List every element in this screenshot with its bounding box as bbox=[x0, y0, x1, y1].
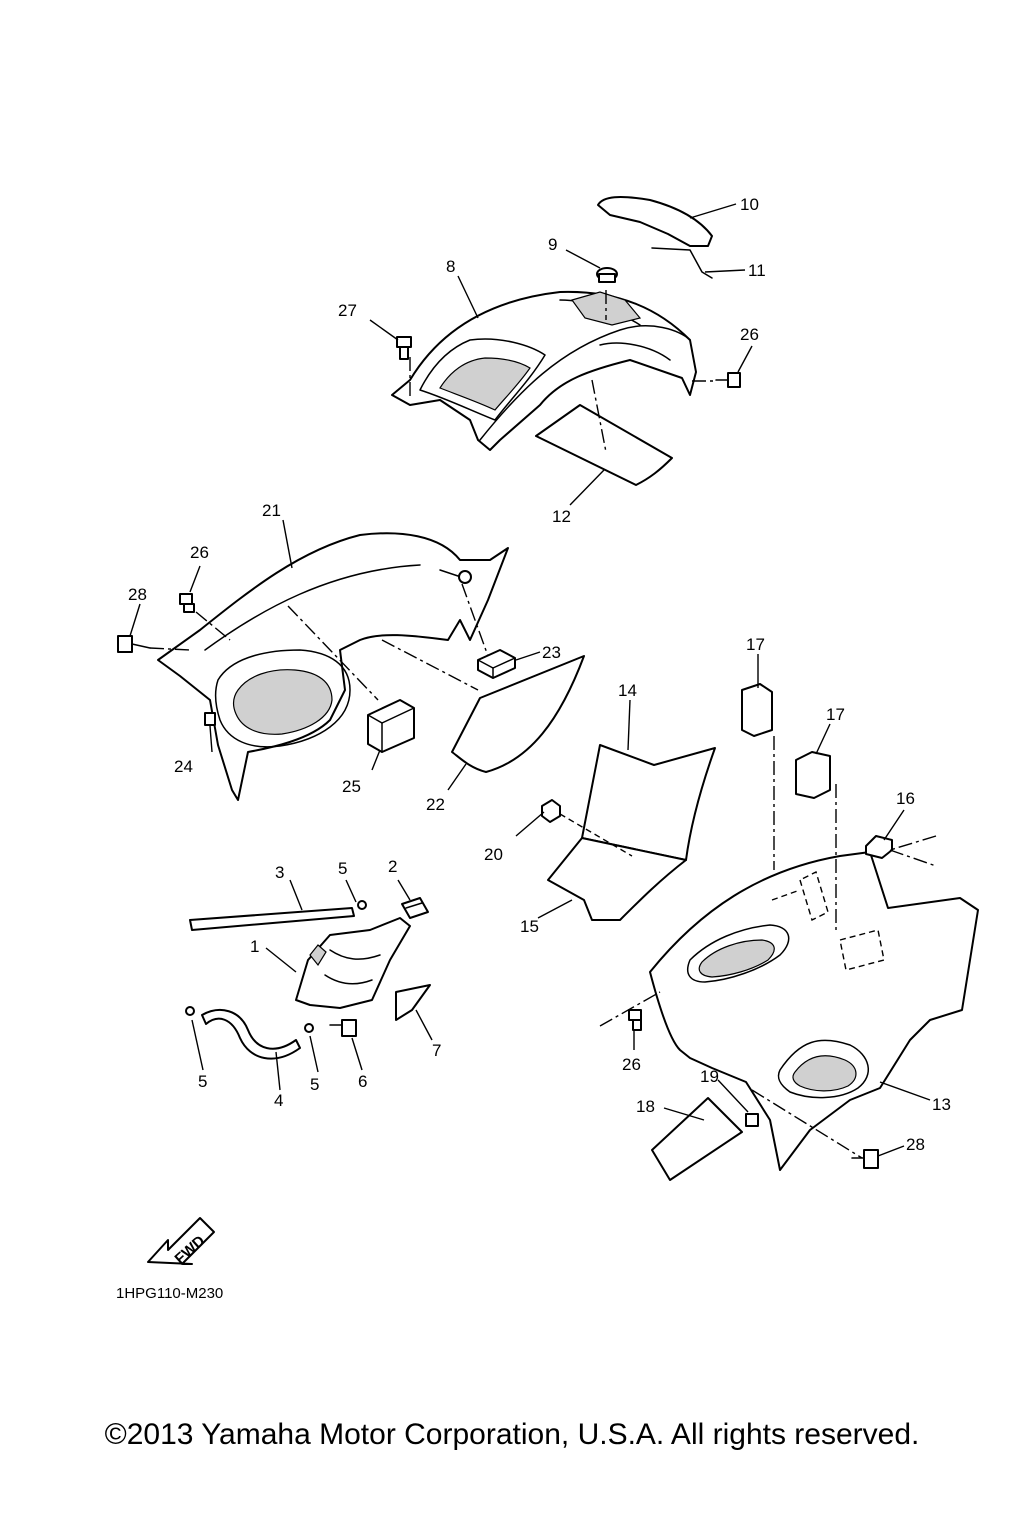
callout-23: 23 bbox=[542, 643, 561, 662]
callout-24: 24 bbox=[174, 757, 193, 776]
part-25-pad bbox=[367, 699, 415, 753]
part-26-bolt-top bbox=[715, 372, 741, 388]
callout-26-top: 26 bbox=[740, 325, 759, 344]
callout-12: 12 bbox=[552, 507, 571, 526]
part-5-clamps bbox=[185, 900, 367, 1033]
callout-26-right: 26 bbox=[622, 1055, 641, 1074]
part-3-rod bbox=[189, 907, 355, 931]
callout-27: 27 bbox=[338, 301, 357, 320]
part-19-clip bbox=[745, 1113, 759, 1127]
callout-17-top: 17 bbox=[746, 635, 765, 654]
part-18-sticker bbox=[651, 1097, 743, 1181]
callout-22: 22 bbox=[426, 795, 445, 814]
part-28-bolt-right bbox=[851, 1149, 879, 1169]
callout-labels: 1 2 3 4 5 5 5 6 7 8 9 10 11 12 13 14 15 … bbox=[128, 195, 951, 1154]
callout-28-right: 28 bbox=[906, 1135, 925, 1154]
callout-5-top: 5 bbox=[338, 859, 347, 878]
callout-20: 20 bbox=[484, 845, 503, 864]
part-14-15-panels bbox=[547, 744, 716, 921]
part-9-grommet bbox=[596, 267, 618, 283]
part-12-mud-flap bbox=[535, 404, 673, 486]
part-11-wire-clip bbox=[651, 247, 713, 279]
part-27-bolt bbox=[396, 336, 412, 360]
part-26-bolt-right bbox=[628, 1009, 642, 1031]
part-28-bolt-left bbox=[117, 635, 151, 653]
callout-5-mid: 5 bbox=[310, 1075, 319, 1094]
callout-16: 16 bbox=[896, 789, 915, 808]
callout-9: 9 bbox=[548, 235, 557, 254]
callout-15: 15 bbox=[520, 917, 539, 936]
part-24-clip bbox=[204, 712, 216, 726]
assembly-lines bbox=[149, 290, 937, 1159]
callout-8: 8 bbox=[446, 257, 455, 276]
callout-11: 11 bbox=[748, 261, 766, 280]
callout-3: 3 bbox=[275, 863, 284, 882]
part-17-pads bbox=[741, 683, 831, 799]
leader-lines bbox=[129, 203, 931, 1157]
callout-18: 18 bbox=[636, 1097, 655, 1116]
part-8-rear-fender bbox=[391, 290, 697, 451]
part-20-pad bbox=[541, 799, 561, 823]
part-6-bolt bbox=[329, 1019, 357, 1037]
callout-25: 25 bbox=[342, 777, 361, 796]
callout-7: 7 bbox=[432, 1041, 441, 1060]
callout-6: 6 bbox=[358, 1072, 367, 1091]
callout-10: 10 bbox=[740, 195, 759, 214]
callout-26-mid: 26 bbox=[190, 543, 209, 562]
part-26-bolt-middle bbox=[179, 593, 195, 613]
callout-17-mid: 17 bbox=[826, 705, 845, 724]
callout-2: 2 bbox=[388, 857, 397, 876]
copyright-notice: ©2013 Yamaha Motor Corporation, U.S.A. A… bbox=[104, 1418, 920, 1451]
part-21-side-cover bbox=[157, 532, 509, 801]
part-22-sticker bbox=[451, 655, 585, 773]
callout-4: 4 bbox=[274, 1091, 283, 1110]
part-1-reservoir-tank bbox=[295, 917, 411, 1009]
part-16-pad bbox=[865, 835, 893, 859]
callout-5-left: 5 bbox=[198, 1072, 207, 1091]
callout-13: 13 bbox=[932, 1095, 951, 1114]
part-7-bracket bbox=[395, 984, 431, 1021]
callout-19: 19 bbox=[700, 1067, 719, 1086]
callout-1: 1 bbox=[250, 937, 259, 956]
part-13-side-cover bbox=[649, 851, 979, 1171]
part-23-pad bbox=[477, 649, 516, 679]
diagram-code: 1HPG110-M230 bbox=[116, 1285, 223, 1302]
callout-28-left: 28 bbox=[128, 585, 147, 604]
callout-14: 14 bbox=[618, 681, 637, 700]
callout-21: 21 bbox=[262, 501, 281, 520]
part-2-cap bbox=[401, 897, 429, 919]
part-4-hose bbox=[201, 1009, 301, 1060]
part-10-cover bbox=[597, 196, 713, 247]
fwd-arrow-icon: FWD bbox=[147, 1217, 215, 1268]
